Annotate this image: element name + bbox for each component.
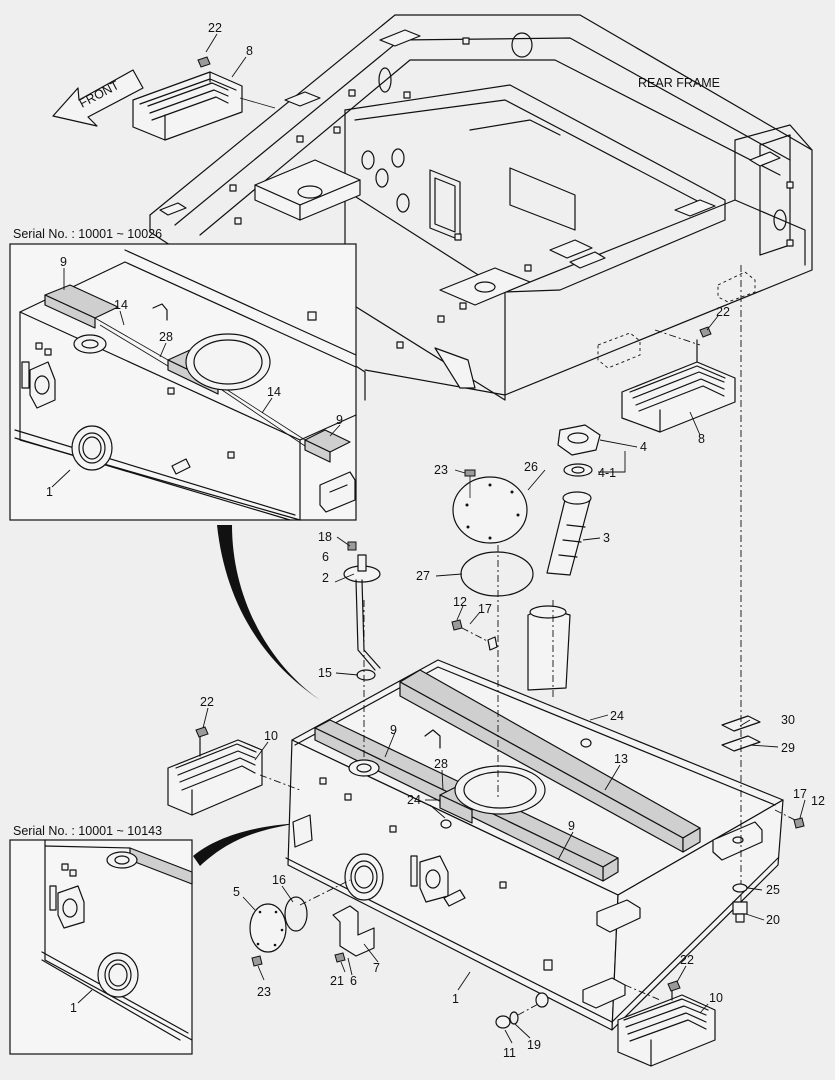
bracket-7 <box>332 905 375 963</box>
part-label-8-b: 8 <box>698 432 705 446</box>
front-arrow: FRONT <box>52 69 144 127</box>
part-label-15: 15 <box>318 666 332 680</box>
part-label-29: 29 <box>781 741 795 755</box>
part-label-1-a: 1 <box>452 992 459 1006</box>
cover-5-and-gasket-16 <box>249 879 351 967</box>
part-label-27: 27 <box>416 569 430 583</box>
part-label-12-b: 12 <box>811 794 825 808</box>
part-label-8-a: 8 <box>246 44 253 58</box>
inset1-label-28: 28 <box>159 330 173 344</box>
fuel-tank <box>285 659 784 1031</box>
bolt-12-17-right <box>774 809 805 829</box>
part-label-4-1: 4-1 <box>598 466 616 480</box>
part-label-22-b: 22 <box>716 305 730 319</box>
inset-serial-10001-10143 <box>9 839 193 1055</box>
part-label-6-b: 6 <box>350 974 357 988</box>
part-label-25: 25 <box>766 883 780 897</box>
inset2-label-1: 1 <box>70 1001 77 1015</box>
inset-1-pointer <box>217 525 320 700</box>
serial-label-inset-1: Serial No. : 10001 ~ 10026 <box>13 227 162 241</box>
leader-lines <box>202 33 806 1044</box>
part-label-17-b: 17 <box>793 787 807 801</box>
bolt-20-washer-25 <box>732 883 748 923</box>
part-label-6-a: 6 <box>322 550 329 564</box>
part-number-labels: 22 8 22 8 4 4-1 3 26 23 27 18 6 2 15 12 … <box>46 21 825 1060</box>
part-label-7: 7 <box>373 961 380 975</box>
part-label-12-a: 12 <box>453 595 467 609</box>
part-label-18: 18 <box>318 530 332 544</box>
part-label-24-b: 24 <box>610 709 624 723</box>
inset1-label-14-b: 14 <box>267 385 281 399</box>
inset1-label-9-b: 9 <box>336 413 343 427</box>
part-label-5: 5 <box>233 885 240 899</box>
part-label-10-b: 10 <box>709 991 723 1005</box>
inset1-label-9-a: 9 <box>60 255 67 269</box>
part-label-20: 20 <box>766 913 780 927</box>
part-label-4: 4 <box>640 440 647 454</box>
part-label-16: 16 <box>272 873 286 887</box>
step-8-top-left <box>132 56 276 141</box>
part-label-13: 13 <box>614 752 628 766</box>
step-10-left <box>167 726 301 816</box>
part-label-30: 30 <box>781 713 795 727</box>
part-label-22-c: 22 <box>200 695 214 709</box>
filler-parts <box>452 424 601 800</box>
inset-2-pointer <box>193 823 300 866</box>
part-label-21: 21 <box>330 974 344 988</box>
part-label-23-a: 23 <box>434 463 448 477</box>
inset1-label-14-a: 14 <box>114 298 128 312</box>
part-label-17-a: 17 <box>478 602 492 616</box>
inset1-label-1: 1 <box>46 485 53 499</box>
part-label-23-b: 23 <box>257 985 271 999</box>
rear-frame-label: REAR FRAME <box>638 76 720 90</box>
step-10-right <box>617 980 716 1067</box>
part-label-22-a: 22 <box>208 21 222 35</box>
part-label-19: 19 <box>527 1038 541 1052</box>
inset-serial-10001-10026 <box>9 243 357 521</box>
bolt-12-17 <box>451 619 498 651</box>
fuel-sender <box>343 541 381 760</box>
part-label-26: 26 <box>524 460 538 474</box>
part-label-10-a: 10 <box>264 729 278 743</box>
step-8-right <box>621 326 736 433</box>
part-label-11: 11 <box>503 1046 516 1060</box>
serial-label-inset-2: Serial No. : 10001 ~ 10143 <box>13 824 162 838</box>
part-label-3: 3 <box>603 531 610 545</box>
part-label-2: 2 <box>322 571 329 585</box>
part-label-28-a: 28 <box>434 757 448 771</box>
part-label-24-a: 24 <box>407 793 421 807</box>
part-label-9-a: 9 <box>390 723 397 737</box>
part-label-9-b: 9 <box>568 819 575 833</box>
plug-11-oring-19 <box>495 1002 541 1029</box>
part-label-22-d: 22 <box>680 953 694 967</box>
pad-29-30 <box>721 265 761 905</box>
